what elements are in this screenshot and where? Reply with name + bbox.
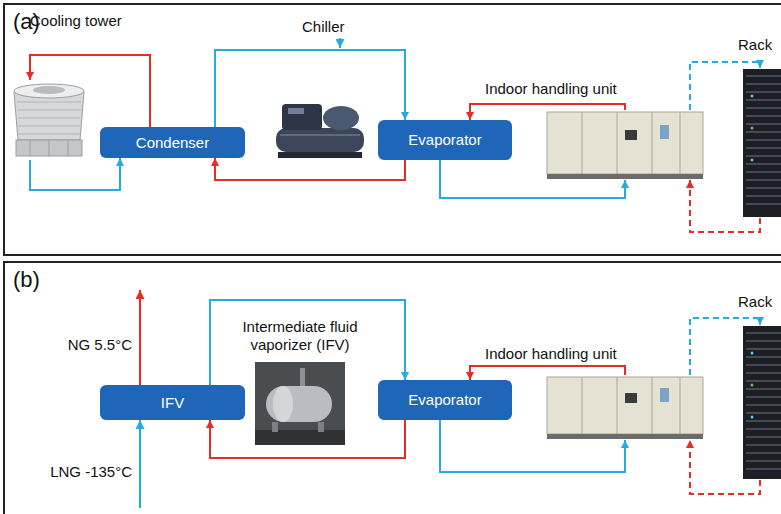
box-label: IFV bbox=[161, 394, 184, 412]
flow-pipe bbox=[440, 160, 625, 198]
equipment-picture: Indoor handling unit bbox=[545, 110, 705, 180]
process-box: IFV bbox=[100, 385, 245, 420]
server-rack-illustration bbox=[743, 69, 781, 217]
lng-inlet-arrow bbox=[139, 420, 141, 508]
server-rack-illustration bbox=[743, 326, 781, 479]
process-box: Condenser bbox=[100, 127, 245, 158]
flow-pipe bbox=[690, 318, 760, 375]
cooling-tower-illustration bbox=[14, 84, 84, 156]
equipment-label: Indoor handling unit bbox=[485, 80, 617, 98]
chiller-pointer bbox=[339, 38, 341, 48]
panel-label: (b) bbox=[13, 267, 40, 293]
flow-pipe bbox=[470, 366, 625, 380]
equipment-picture: Chiller bbox=[272, 100, 368, 160]
equipment-picture: Intermediate fluid vaporizer (IFV) bbox=[255, 362, 345, 445]
flow-pipe bbox=[30, 55, 150, 127]
flow-pipe bbox=[440, 420, 625, 472]
flow-pipe bbox=[210, 420, 405, 458]
chiller-illustration bbox=[276, 104, 364, 158]
equipment-label: Intermediate fluid vaporizer (IFV) bbox=[235, 318, 365, 354]
equipment-picture: Indoor handling unit bbox=[545, 375, 705, 440]
equipment-picture: Cooling tower bbox=[8, 80, 90, 160]
panel-frame: (a)Cooling towerCondenserChillerEvaporat… bbox=[3, 3, 781, 256]
flow-pipe bbox=[690, 440, 760, 494]
flow-pipe bbox=[215, 50, 405, 127]
flow-label: NG 5.5°C bbox=[68, 336, 132, 354]
flow-pipe bbox=[210, 300, 405, 385]
flow-pipe bbox=[690, 62, 760, 110]
flow-pipe bbox=[690, 180, 760, 232]
handling-unit-illustration bbox=[547, 377, 703, 439]
flow-pipe bbox=[215, 158, 405, 180]
equipment-label: Cooling tower bbox=[30, 12, 122, 30]
process-box: Evaporator bbox=[378, 120, 512, 160]
box-label: Evaporator bbox=[408, 131, 481, 149]
vaporizer-photo bbox=[255, 362, 345, 445]
equipment-label: Rack bbox=[738, 36, 772, 54]
flow-pipe bbox=[470, 104, 625, 120]
flow-label: LNG -135°C bbox=[50, 463, 132, 481]
equipment-label: Chiller bbox=[302, 18, 345, 36]
flow-pipe bbox=[30, 158, 120, 190]
process-box: Evaporator bbox=[378, 380, 512, 420]
equipment-picture: Rack bbox=[742, 68, 781, 218]
equipment-picture: Rack bbox=[742, 325, 781, 480]
ng-outlet-arrow bbox=[139, 290, 141, 385]
box-label: Evaporator bbox=[408, 391, 481, 409]
equipment-label: Rack bbox=[738, 293, 772, 311]
box-label: Condenser bbox=[136, 134, 209, 152]
handling-unit-illustration bbox=[547, 112, 703, 179]
equipment-label: Indoor handling unit bbox=[485, 345, 617, 363]
